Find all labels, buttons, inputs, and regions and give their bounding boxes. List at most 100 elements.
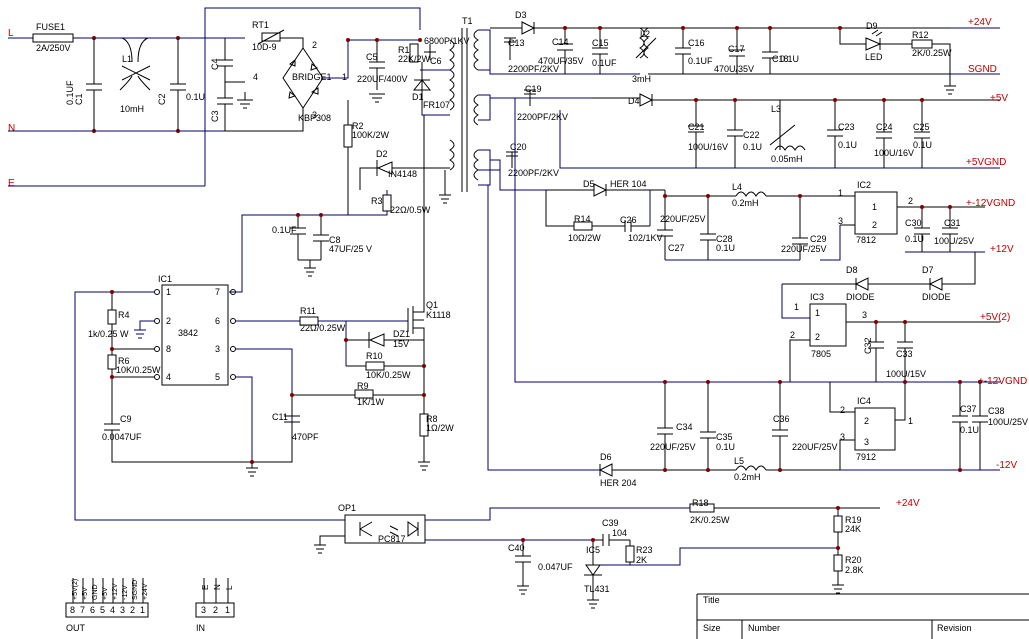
svg-text:1: 1 (908, 416, 913, 426)
input-E-label: E (8, 178, 15, 189)
c20: C20 2200PF/2KV (506, 142, 559, 178)
svg-text:R12: R12 (912, 30, 929, 40)
svg-text:2: 2 (908, 196, 913, 206)
svg-text:C28: C28 (716, 234, 733, 244)
svg-text:C5: C5 (366, 52, 378, 62)
rail-pm12vgnd-2: +-12VGND (978, 376, 1027, 387)
c28: C28 0.1U (700, 196, 735, 260)
svg-text:IC5: IC5 (586, 545, 600, 555)
svg-text:L: L (225, 585, 234, 590)
rail-pm12vgnd: +-12VGND (966, 198, 1015, 209)
svg-text:104: 104 (612, 528, 627, 538)
svg-text:6: 6 (215, 316, 220, 326)
rail-5v: +5V (990, 93, 1008, 104)
svg-text:LED: LED (865, 52, 883, 62)
c19: C19 2200PF/2KV (517, 84, 568, 122)
r11: R11 22Ω/0.25W (299, 306, 346, 333)
d2: D2 IN4148 (359, 149, 450, 190)
c26: C26 102/1KV (620, 215, 663, 243)
svg-text:47UF/25 V: 47UF/25 V (329, 244, 372, 254)
svg-text:7812: 7812 (856, 235, 876, 245)
svg-text:C23: C23 (838, 122, 855, 132)
transformer-t1: T1 (439, 16, 479, 204)
svg-text:0.1U: 0.1U (186, 92, 205, 102)
c18: C18 0.1U (762, 28, 799, 74)
c37: C37 0.1U (952, 382, 979, 470)
l1-common-mode-choke: L1 10mH (119, 37, 151, 114)
c13: C13 2200PF/2KV (504, 37, 559, 74)
svg-text:100U/16V: 100U/16V (688, 142, 728, 152)
svg-text:2: 2 (130, 605, 135, 615)
svg-text:2: 2 (864, 416, 869, 426)
svg-text:DZ1: DZ1 (393, 329, 410, 339)
c6: 6800P/1KV C6 (424, 36, 470, 66)
svg-text:1: 1 (342, 72, 347, 82)
svg-text:FUSE1: FUSE1 (36, 22, 65, 32)
svg-text:C15: C15 (592, 38, 609, 48)
svg-text:C30: C30 (905, 218, 922, 228)
rail-24v: +24V (968, 17, 992, 28)
svg-text:C6: C6 (430, 56, 442, 66)
c35: C35 0.1U (700, 382, 735, 470)
svg-text:1: 1 (794, 302, 799, 312)
dz1: DZ1 15V (346, 329, 424, 349)
c40: C40 0.047UF (508, 540, 573, 595)
svg-text:100U/15V: 100U/15V (886, 369, 926, 379)
svg-text:7805: 7805 (811, 349, 831, 359)
c21: C21 100U/16V (688, 100, 728, 168)
svg-text:1: 1 (838, 188, 843, 198)
r8: R8 1Ω/2W (418, 395, 454, 471)
svg-text:3: 3 (840, 432, 845, 442)
d1: D1 FR107 (412, 62, 450, 110)
in-connector: 3 2 1 E N L IN (195, 578, 235, 633)
c17: C17 470U/35V (714, 28, 754, 74)
c11: C11 470PF (252, 395, 319, 463)
svg-text:+5V: +5V (82, 587, 89, 600)
svg-text:HER 104: HER 104 (610, 179, 647, 189)
svg-text:0.1U: 0.1U (905, 234, 924, 244)
svg-text:C13: C13 (508, 38, 525, 48)
svg-text:2: 2 (872, 220, 877, 230)
c34: C34 220UF/25V (650, 382, 696, 470)
svg-text:D3: D3 (515, 10, 527, 20)
svg-text:220UF/25V: 220UF/25V (660, 214, 706, 224)
svg-text:0.1U: 0.1U (913, 140, 932, 150)
input-N-label: N (8, 123, 15, 134)
d9-led: D9 LED (839, 21, 912, 62)
svg-text:D5: D5 (583, 179, 595, 189)
svg-text:3: 3 (838, 216, 843, 226)
r6: R6 10K/0.25W (107, 349, 161, 378)
svg-text:R10: R10 (366, 351, 383, 361)
svg-text:100U/25V: 100U/25V (988, 417, 1028, 427)
svg-text:2200PF/2KV: 2200PF/2KV (517, 112, 568, 122)
svg-text:6: 6 (90, 605, 95, 615)
r9: R9 1K/1W (292, 381, 424, 407)
svg-text:1Ω/2W: 1Ω/2W (426, 423, 454, 433)
svg-text:C34: C34 (676, 422, 693, 432)
svg-text:C17: C17 (728, 44, 745, 54)
svg-text:C38: C38 (988, 406, 1005, 416)
d6: D6 HER 204 (598, 452, 736, 488)
c25: C25 0.1U (913, 100, 932, 168)
c33: C33 100U/15V (886, 322, 926, 382)
svg-text:R2: R2 (352, 121, 364, 131)
c22: C22 0.1U (727, 100, 762, 168)
svg-text:3: 3 (201, 605, 206, 615)
fuse1: FUSE1 2A/250V (32, 22, 74, 53)
c9: C9 0.0047UF (102, 377, 252, 463)
svg-text:C16: C16 (688, 38, 705, 48)
d3: D3 (490, 10, 950, 35)
svg-text:D2: D2 (376, 149, 388, 159)
svg-text:R11: R11 (300, 306, 316, 316)
junction-dots (110, 26, 982, 550)
rt1-thermistor: RT1 10D-9 (252, 20, 304, 52)
svg-text:R23: R23 (636, 545, 653, 555)
svg-text:470UF/35V: 470UF/35V (538, 56, 584, 66)
svg-text:2K: 2K (636, 555, 647, 565)
size-label: Size (703, 623, 721, 633)
c39: C39 104 (593, 518, 630, 546)
svg-text:C21: C21 (688, 122, 705, 132)
revision-label: Revision (937, 623, 972, 633)
rail-sgnd: SGND (968, 64, 997, 75)
svg-text:0.1U: 0.1U (780, 54, 799, 64)
